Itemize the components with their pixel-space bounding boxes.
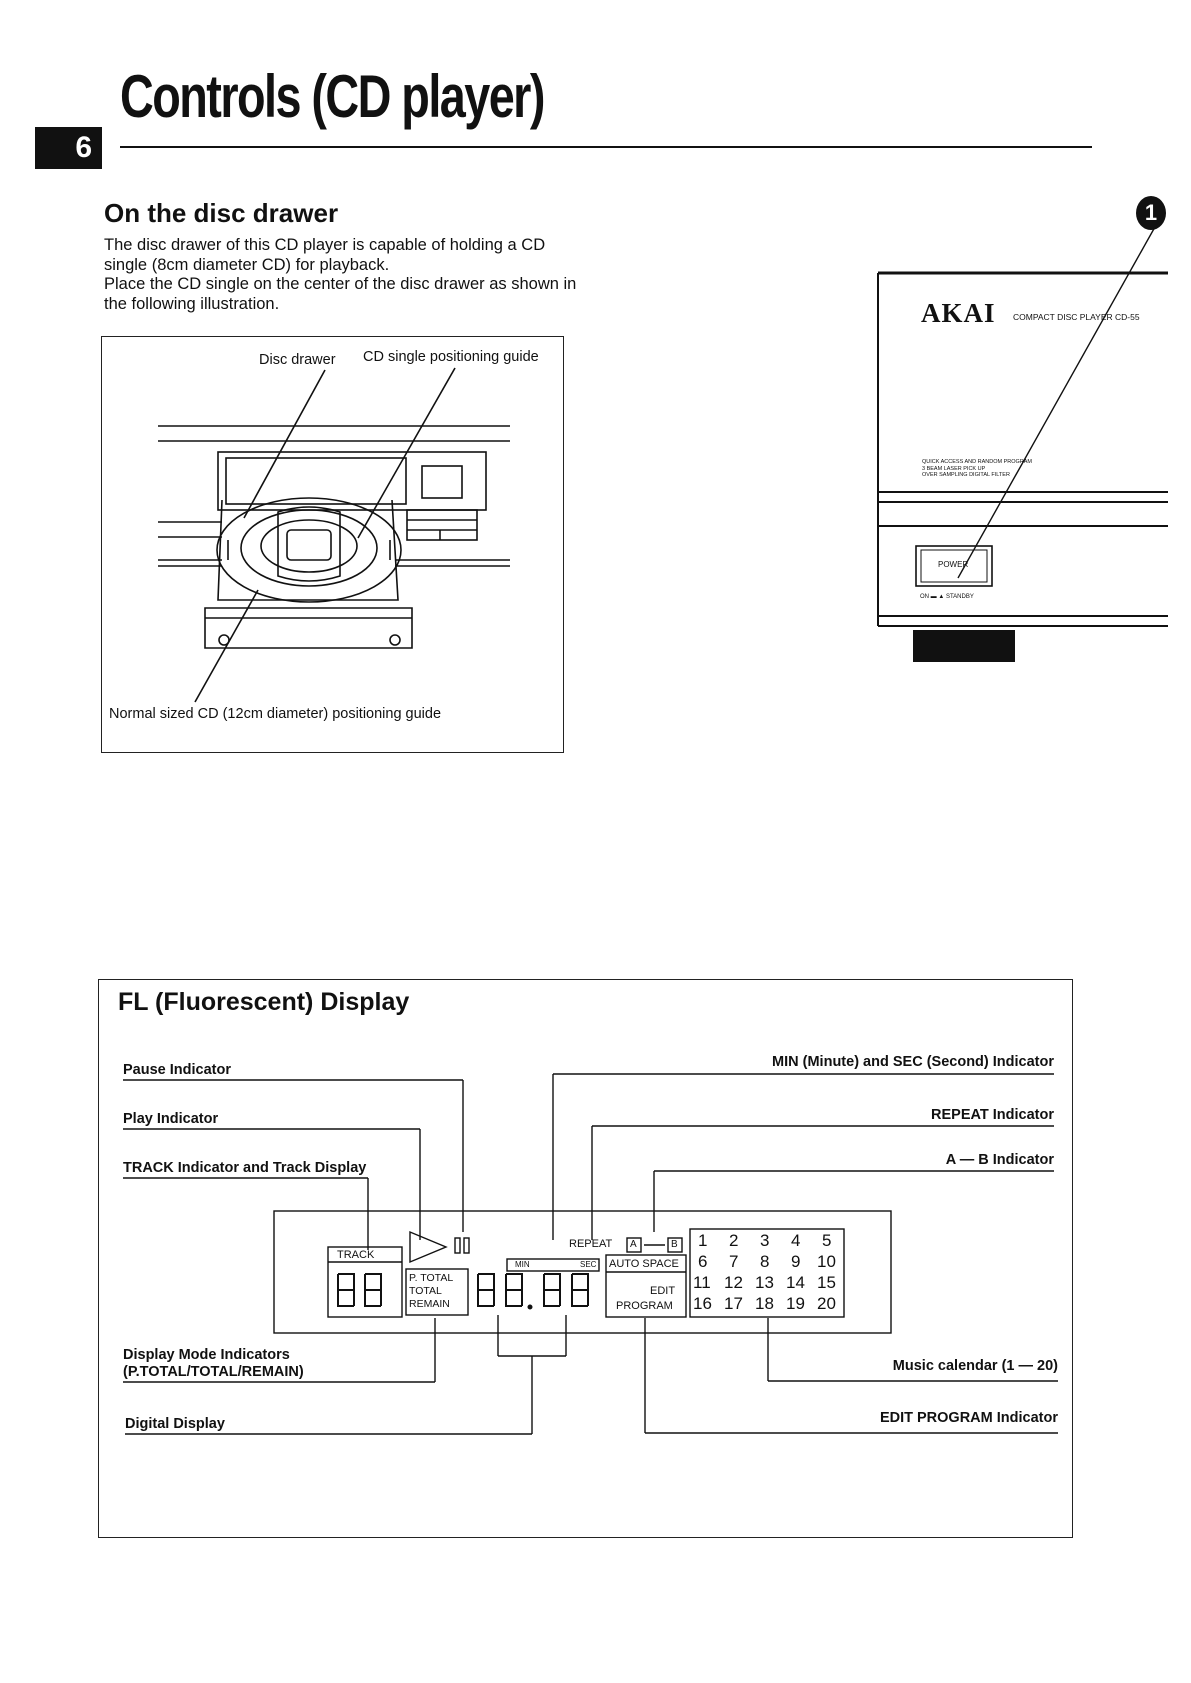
panel-auto-space-label: AUTO SPACE bbox=[609, 1258, 679, 1270]
calendar-number: 1 bbox=[698, 1231, 708, 1250]
label-edit-program: EDIT PROGRAM Indicator bbox=[879, 1410, 1058, 1426]
segment-digits bbox=[337, 1273, 589, 1310]
panel-mode-labels: P. TOTAL TOTAL REMAIN bbox=[409, 1272, 453, 1311]
calendar-number: 14 bbox=[786, 1273, 805, 1292]
label-track-indicator: TRACK Indicator and Track Display bbox=[123, 1160, 367, 1176]
disc-drawer-paragraph-1: The disc drawer of this CD player is cap… bbox=[104, 236, 546, 274]
panel-mode-total: TOTAL bbox=[409, 1285, 442, 1297]
feature-3: OVER SAMPLING DIGITAL FILTER bbox=[922, 472, 1010, 478]
label-normal-cd-guide: Normal sized CD (12cm diameter) position… bbox=[109, 706, 442, 722]
label-music-calendar: Music calendar (1 — 20) bbox=[892, 1358, 1058, 1374]
calendar-number: 17 bbox=[724, 1294, 743, 1313]
panel-min-label: MIN bbox=[515, 1260, 530, 1269]
label-repeat-indicator: REPEAT Indicator bbox=[931, 1107, 1054, 1123]
label-digital-display: Digital Display bbox=[125, 1416, 225, 1432]
label-cd-single-guide: CD single positioning guide bbox=[363, 349, 539, 365]
calendar-number: 5 bbox=[822, 1231, 832, 1250]
label-ab-indicator: A — B Indicator bbox=[945, 1152, 1054, 1168]
feature-list: QUICK ACCESS AND RANDOM PROGRAM 3 BEAM L… bbox=[922, 459, 1032, 479]
label-pause-indicator: Pause Indicator bbox=[123, 1062, 231, 1078]
calendar-number: 9 bbox=[791, 1252, 801, 1271]
power-states: ON ▬ ▲ STANDBY bbox=[920, 594, 974, 600]
label-display-mode: Display Mode Indicators (P.TOTAL/TOTAL/R… bbox=[123, 1347, 304, 1381]
page-title: Controls (CD player) bbox=[120, 63, 545, 130]
calendar-number: 19 bbox=[786, 1294, 805, 1313]
title-rule bbox=[120, 146, 1092, 148]
calendar-number: 2 bbox=[729, 1231, 739, 1250]
panel-edit-label: EDIT bbox=[650, 1285, 676, 1297]
label-display-mode-line-2: (P.TOTAL/TOTAL/REMAIN) bbox=[123, 1364, 304, 1380]
calendar-number: 3 bbox=[760, 1231, 770, 1250]
model-line: COMPACT DISC PLAYER CD-55 bbox=[1013, 312, 1140, 322]
power-button[interactable]: POWER bbox=[938, 560, 969, 569]
panel-b-label: B bbox=[671, 1239, 678, 1250]
disc-drawer-text: The disc drawer of this CD player is cap… bbox=[104, 236, 584, 314]
panel-program-label: PROGRAM bbox=[616, 1300, 673, 1312]
disc-drawer-illustration-frame bbox=[101, 336, 564, 753]
calendar-number: 8 bbox=[760, 1252, 770, 1271]
feature-1: QUICK ACCESS AND RANDOM PROGRAM bbox=[922, 459, 1033, 465]
calendar-number: 15 bbox=[817, 1273, 836, 1292]
section-heading-disc-drawer: On the disc drawer bbox=[104, 198, 339, 228]
step-marker-1: 1 bbox=[1136, 196, 1166, 230]
calendar-number: 10 bbox=[817, 1252, 836, 1271]
label-min-sec-indicator: MIN (Minute) and SEC (Second) Indicator bbox=[772, 1054, 1054, 1070]
panel-mode-ptotal: P. TOTAL bbox=[409, 1272, 454, 1284]
label-disc-drawer: Disc drawer bbox=[259, 352, 336, 368]
fl-display-heading: FL (Fluorescent) Display bbox=[118, 988, 410, 1016]
disc-drawer-paragraph-2: Place the CD single on the center of the… bbox=[104, 275, 577, 313]
calendar-number: 6 bbox=[698, 1252, 708, 1271]
calendar-number: 13 bbox=[755, 1273, 774, 1292]
calendar-number: 12 bbox=[724, 1273, 743, 1292]
panel-sec-label: SEC bbox=[580, 1260, 597, 1269]
page-number: 6 bbox=[35, 127, 102, 169]
calendar-number: 7 bbox=[729, 1252, 739, 1271]
panel-mode-remain: REMAIN bbox=[409, 1298, 450, 1310]
brand-logo: AKAI bbox=[921, 298, 996, 328]
calendar-number: 20 bbox=[817, 1294, 836, 1313]
calendar-number: 4 bbox=[791, 1231, 801, 1250]
calendar-number: 11 bbox=[693, 1273, 711, 1292]
calendar-number: 18 bbox=[755, 1294, 774, 1313]
label-play-indicator: Play Indicator bbox=[123, 1111, 219, 1127]
feature-2: 3 BEAM LASER PICK UP bbox=[922, 465, 986, 472]
panel-track-label: TRACK bbox=[337, 1249, 375, 1261]
fl-display-frame bbox=[98, 979, 1073, 1538]
panel-repeat-label: REPEAT bbox=[569, 1238, 613, 1250]
label-display-mode-line-1: Display Mode Indicators bbox=[123, 1347, 290, 1363]
panel-a-label: A bbox=[630, 1239, 637, 1250]
calendar-number: 16 bbox=[693, 1294, 712, 1313]
